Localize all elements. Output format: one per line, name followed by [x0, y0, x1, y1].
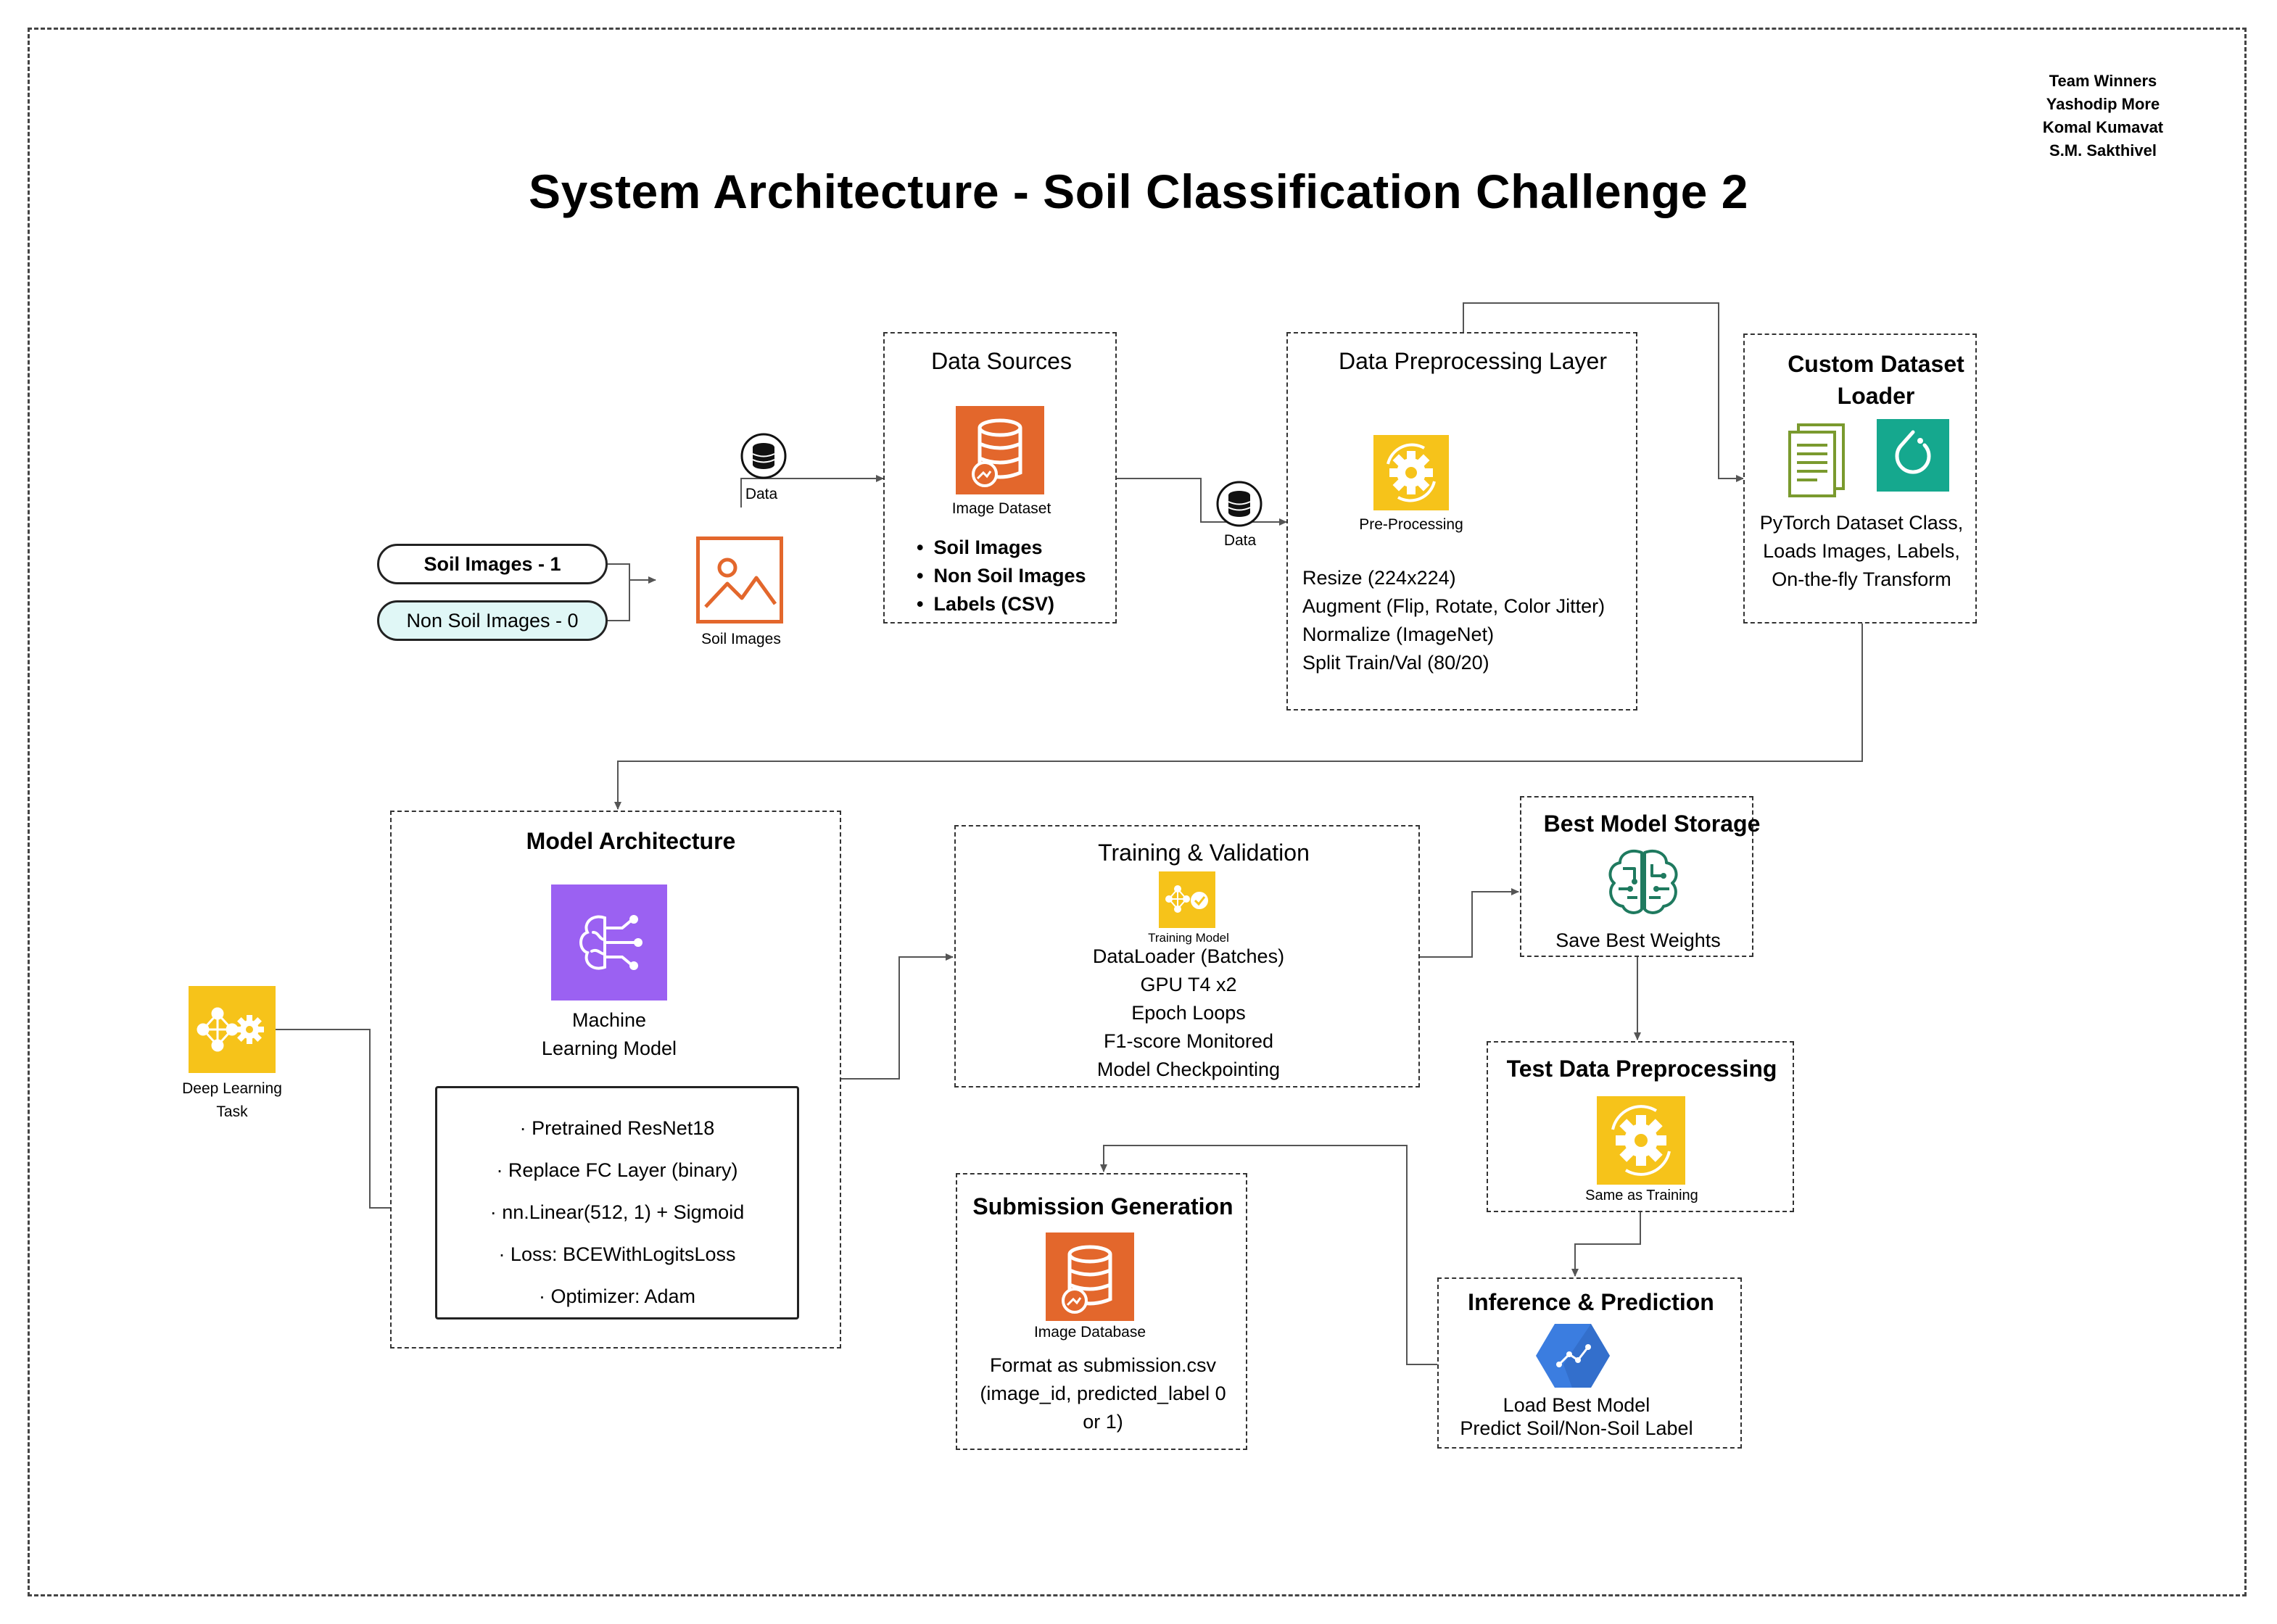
soil-images-pill: Soil Images - 1 — [377, 544, 608, 584]
ai-brain-icon — [1601, 847, 1685, 916]
page-title: System Architecture - Soil Classificatio… — [529, 165, 1748, 218]
edge-testprep-to-inference — [1571, 1212, 1641, 1277]
ml-model-label: Machine Learning Model — [541, 1009, 677, 1059]
list-item: Model Checkpointing — [1096, 1058, 1281, 1080]
image-database-icon — [1046, 1232, 1134, 1321]
data-sources-box: Data Sources Image Dataset Soil Images N… — [883, 332, 1117, 624]
database-icon — [1215, 480, 1263, 528]
edge-training-to-storage — [1420, 888, 1519, 958]
team-member: Komal Kumavat — [2042, 118, 2164, 136]
inference-title: Inference & Prediction — [1468, 1289, 1714, 1315]
soil-images-icon — [696, 536, 783, 624]
non-soil-images-pill: Non Soil Images - 0 — [377, 600, 608, 641]
edge-soil-pill — [608, 563, 656, 584]
database-icon — [740, 432, 788, 480]
list-item: · Optimizer: Adam — [538, 1285, 696, 1307]
data-sources-list: Soil Images Non Soil Images Labels (CSV) — [917, 534, 1086, 618]
data-sources-title: Data Sources — [931, 348, 1072, 374]
edge-preprocessing-to-loader — [1463, 302, 1744, 482]
preprocessing-title: Data Preprocessing Layer — [1339, 348, 1607, 374]
model-architecture-box: Model Architecture Machine Learning Mode… — [390, 811, 841, 1348]
list-item: · Replace FC Layer (binary) — [496, 1159, 738, 1181]
list-item: Labels (CSV) — [917, 590, 1086, 618]
team-member: Yashodip More — [2046, 95, 2160, 113]
gear-icon — [1373, 435, 1449, 510]
edge-loader-to-model — [614, 624, 1863, 810]
list-item: F1-score Monitored — [1103, 1030, 1274, 1052]
inference-box: Inference & Prediction Load Best Model P… — [1437, 1277, 1742, 1449]
prediction-icon — [1534, 1321, 1611, 1391]
training-box: Training & Validation Training Model Dat… — [954, 825, 1420, 1088]
model-architecture-title: Model Architecture — [526, 828, 736, 854]
training-model-icon — [1159, 871, 1215, 928]
gear-icon — [1597, 1096, 1685, 1185]
edge-inference-to-submission — [1100, 1145, 1437, 1365]
deep-learning-icon — [189, 986, 276, 1073]
pytorch-icon — [1877, 419, 1949, 492]
list-item: Split Train/Val (80/20) — [1302, 652, 1489, 674]
test-preprocessing-title: Test Data Preprocessing — [1506, 1056, 1777, 1082]
edge-model-to-training — [841, 953, 954, 1080]
training-steps: DataLoader (Batches) GPU T4 x2 Epoch Loo… — [956, 942, 1421, 1084]
edge-label-data: Data — [1223, 532, 1257, 549]
list-item: Normalize (ImageNet) — [1302, 624, 1495, 645]
image-dataset-label: Image Dataset — [951, 500, 1051, 517]
list-item: GPU T4 x2 — [1140, 974, 1237, 995]
team-member: S.M. Sakthivel — [2049, 141, 2157, 160]
list-item: Augment (Flip, Rotate, Color Jitter) — [1302, 595, 1606, 617]
preprocessing-box: Data Preprocessing Layer Pre-Processing … — [1286, 332, 1637, 710]
team-name: Team Winners — [2049, 72, 2157, 90]
brain-icon — [551, 884, 667, 1000]
dataset-loader-desc: PyTorch Dataset Class, Loads Images, Lab… — [1759, 512, 1964, 590]
dataset-loader-box: Custom Dataset Loader PyTorch Dataset Cl… — [1743, 334, 1977, 624]
model-storage-box: Best Model Storage Save Best Weights — [1520, 796, 1760, 957]
list-item: DataLoader (Batches) — [1092, 945, 1285, 967]
model-details-list: · Pretrained ResNet18 · Replace FC Layer… — [437, 1107, 797, 1317]
test-preprocessing-box: Test Data Preprocessing Same as Training — [1487, 1041, 1794, 1212]
list-item: Resize (224x224) — [1302, 567, 1456, 589]
deep-learning-label: Deep Learning Task — [182, 1080, 282, 1120]
training-title: Training & Validation — [1098, 840, 1310, 866]
inference-desc: Load Best Model Predict Soil/Non-Soil La… — [1460, 1394, 1693, 1439]
test-preprocessing-icon-label: Same as Training — [1585, 1188, 1698, 1204]
model-storage-desc: Save Best Weights — [1555, 929, 1721, 951]
document-icon — [1785, 422, 1846, 497]
image-dataset-icon — [956, 406, 1044, 494]
list-item: · Pretrained ResNet18 — [519, 1117, 715, 1139]
dataset-loader-title: Custom Dataset Loader — [1788, 351, 1964, 409]
list-item: · nn.Linear(512, 1) + Sigmoid — [489, 1201, 745, 1223]
team-credits: Team Winners Yashodip More Komal Kumavat… — [2016, 70, 2190, 162]
training-icon-label: Training Model — [1148, 931, 1229, 945]
preprocessing-steps: Resize (224x224) Augment (Flip, Rotate, … — [1302, 564, 1605, 677]
preprocessing-icon-label: Pre-Processing — [1359, 516, 1463, 533]
edge-images-to-sources — [740, 475, 884, 508]
submission-title: Submission Generation — [972, 1193, 1233, 1219]
model-storage-title: Best Model Storage — [1543, 811, 1761, 837]
submission-desc: Format as submission.csv (image_id, pred… — [980, 1354, 1226, 1433]
list-item: Non Soil Images — [917, 562, 1086, 590]
list-item: Soil Images — [917, 534, 1086, 562]
submission-box: Submission Generation Image Database For… — [956, 1173, 1247, 1450]
list-item: Epoch Loops — [1131, 1002, 1246, 1024]
model-details-box: · Pretrained ResNet18 · Replace FC Layer… — [435, 1086, 799, 1320]
edge-nonsoil-pill — [608, 580, 630, 621]
soil-images-icon-label: Soil Images — [701, 631, 781, 647]
page-frame — [28, 28, 2247, 1596]
list-item: · Loss: BCEWithLogitsLoss — [498, 1243, 736, 1265]
edge-label-data: Data — [745, 486, 778, 502]
image-database-label: Image Database — [1033, 1324, 1146, 1341]
